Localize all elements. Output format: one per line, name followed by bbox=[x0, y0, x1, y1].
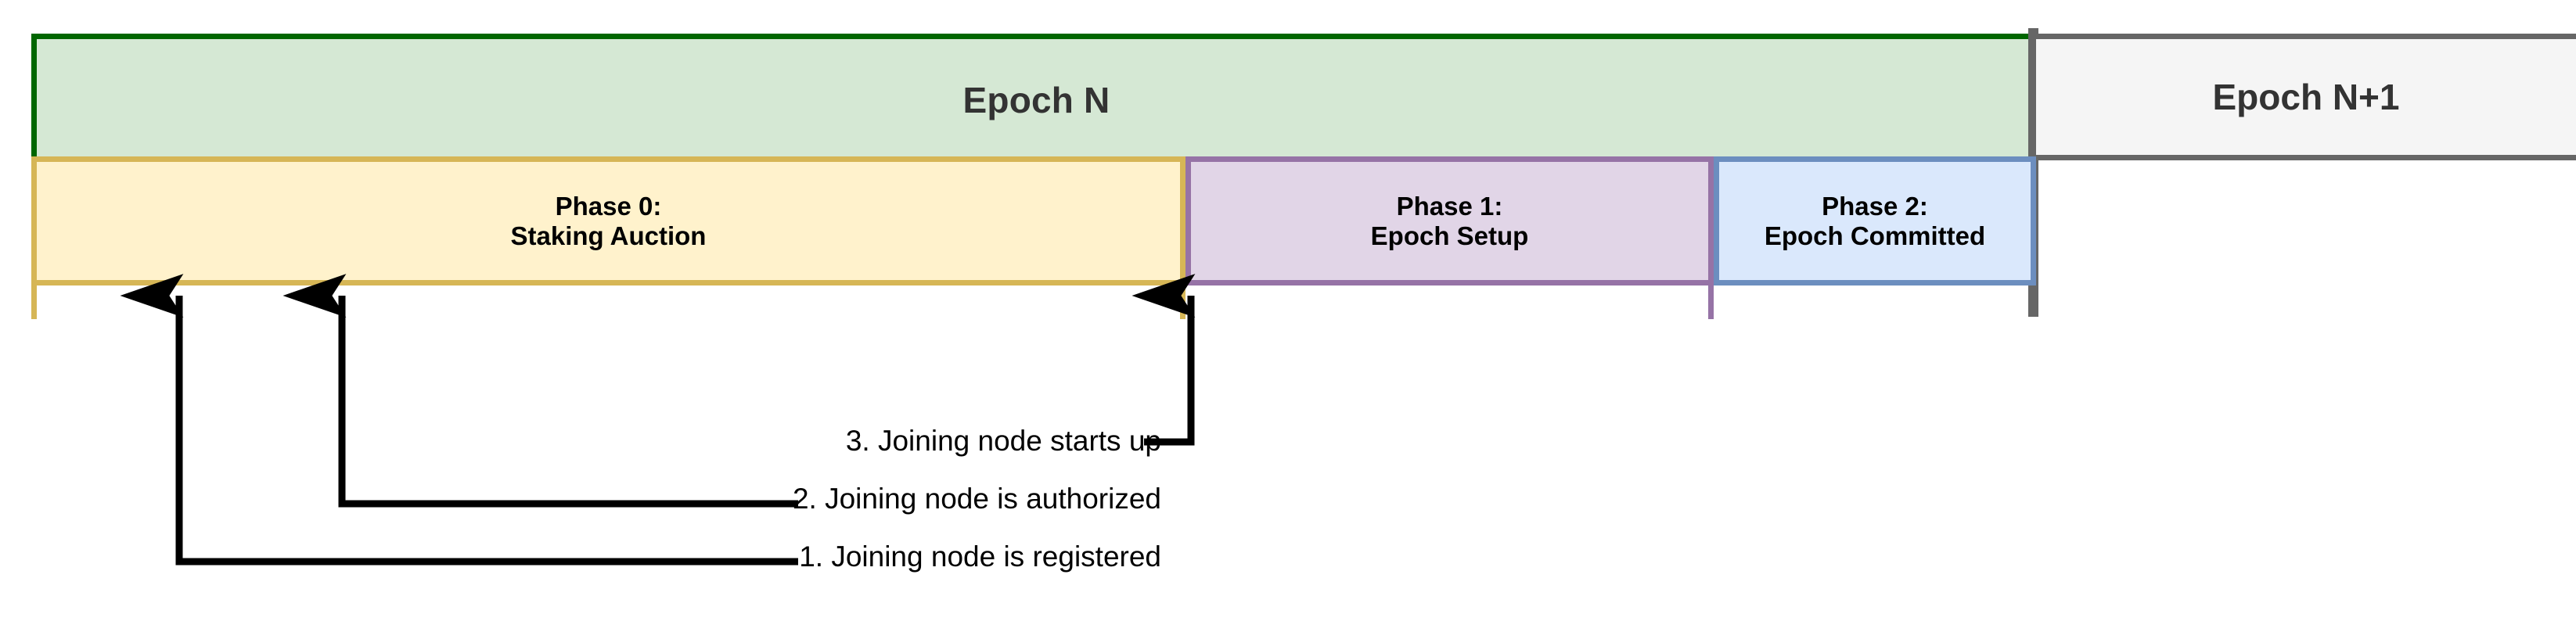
epoch-n-plus-1-label: Epoch N+1 bbox=[2212, 77, 2400, 117]
phase-tick-epoch-start bbox=[31, 285, 37, 319]
epoch-n-plus-1-block: Epoch N+1 bbox=[2036, 34, 2576, 160]
phase-1-line2: Epoch Setup bbox=[1370, 221, 1529, 250]
phase-1-block: Phase 1: Epoch Setup bbox=[1185, 156, 1714, 285]
phase-2-line1: Phase 2: bbox=[1822, 191, 1928, 221]
callout-1-leader bbox=[120, 274, 798, 566]
phase-0-block: Phase 0: Staking Auction bbox=[31, 156, 1185, 285]
phase-2-block: Phase 2: Epoch Committed bbox=[1714, 156, 2036, 285]
phase-0-line1: Phase 0: bbox=[555, 191, 662, 221]
epoch-n-block: Epoch N bbox=[31, 34, 2036, 160]
callout-2-leader bbox=[282, 274, 798, 508]
phase-0-line2: Staking Auction bbox=[510, 221, 707, 250]
phase-tick-p0-p1 bbox=[1180, 285, 1185, 319]
callout-3-label: 3. Joining node starts up bbox=[845, 425, 1161, 457]
callout-1-label: 1. Joining node is registered bbox=[799, 540, 1161, 573]
phase-2-line2: Epoch Committed bbox=[1764, 221, 1986, 250]
callout-2-label: 2. Joining node is authorized bbox=[792, 483, 1161, 515]
phase-tick-p1-p2 bbox=[1708, 285, 1714, 319]
epoch-n-label: Epoch N bbox=[962, 79, 1110, 120]
phase-1-line1: Phase 1: bbox=[1396, 191, 1503, 221]
